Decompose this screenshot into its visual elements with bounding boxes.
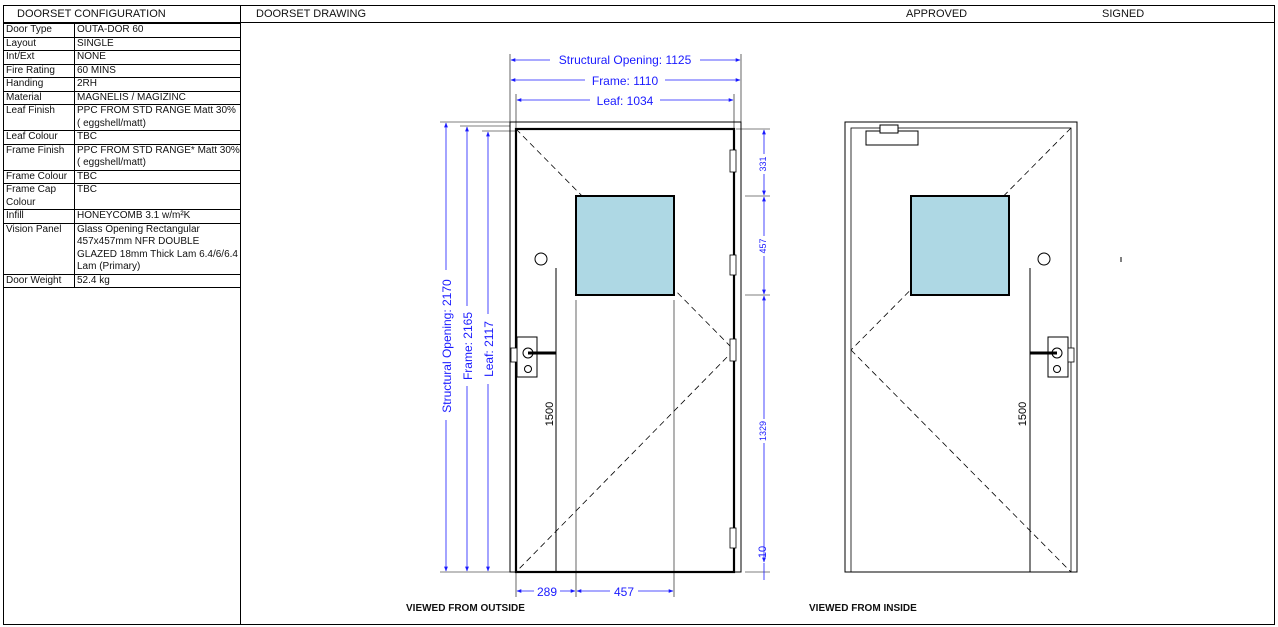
edge-to-glass-dim: 289 — [537, 585, 557, 599]
config-value: PPC FROM STD RANGE Matt 30% ( eggshell/m… — [74, 104, 241, 131]
config-label: Vision Panel — [3, 222, 75, 275]
config-value: HONEYCOMB 3.1 w/m²K — [74, 209, 241, 224]
config-value: Glass Opening Rectangular 457x457mm NFR … — [74, 222, 241, 275]
glass-position-dimensions: 331 457 1329 10 — [736, 128, 770, 580]
doorset-drawing: 1500 Structural Opening: 1125 Frame: 111… — [439, 53, 1122, 599]
leaf-width: Leaf: 1034 — [597, 94, 654, 108]
inside-opening-line-lower — [850, 349, 1072, 573]
config-label: Int/Ext — [3, 50, 75, 65]
inside-opening-line-upper — [850, 127, 1072, 351]
outside-hinge-mid — [729, 254, 737, 276]
height-dimensions: Structural Opening: 2170 Frame: 2165 Lea… — [439, 121, 516, 573]
glass-height-dim: 457 — [758, 238, 768, 253]
inside-frame — [844, 121, 1078, 573]
frame-width: Frame: 1110 — [592, 74, 659, 88]
config-label: Layout — [3, 36, 75, 51]
config-label: Leaf Colour — [3, 130, 75, 145]
outside-hinge-bottom — [729, 527, 737, 549]
frame-height: Frame: 2165 — [461, 312, 475, 380]
inside-vision-panel — [910, 195, 1010, 296]
config-value: MAGNELIS / MAGIZINC — [74, 90, 241, 105]
config-title: DOORSET CONFIGURATION — [17, 8, 166, 20]
inside-view: 1500 — [844, 121, 1078, 573]
config-value: NONE — [74, 50, 241, 65]
config-value: SINGLE — [74, 36, 241, 51]
outside-cylinder-icon — [534, 252, 548, 266]
config-label: Material — [3, 90, 75, 105]
outside-hinge-top — [729, 149, 737, 173]
config-value: TBC — [74, 183, 241, 210]
inside-leaf — [850, 127, 1072, 573]
inside-cylinder-icon — [1037, 252, 1051, 266]
header-divider — [3, 22, 1275, 23]
glass-horizontal-dimensions: 289 457 — [515, 300, 675, 599]
outside-vision-panel — [575, 195, 675, 296]
glass-to-bottom-dim: 1329 — [758, 421, 768, 441]
outside-handle-height: 1500 — [544, 402, 556, 426]
leaf-height: Leaf: 2117 — [482, 321, 496, 377]
config-label: Frame Colour — [3, 169, 75, 184]
inside-latch-keep — [1067, 347, 1075, 363]
config-label: Handing — [3, 77, 75, 92]
outside-view: 1500 — [509, 121, 742, 574]
panel-divider — [240, 5, 241, 625]
structural-opening-width: Structural Opening: 1125 — [559, 53, 692, 67]
inside-handle-height: 1500 — [1017, 402, 1029, 426]
config-label: Door Type — [3, 23, 75, 38]
outside-opening-line-lower — [515, 349, 735, 573]
config-label: Door Weight — [3, 273, 75, 288]
config-value: OUTA-DOR 60 — [74, 23, 241, 38]
config-value: 52.4 kg — [74, 273, 241, 288]
config-value: 2RH — [74, 77, 241, 92]
config-label: Frame Cap Colour — [3, 183, 75, 210]
config-value: TBC — [74, 169, 241, 184]
bottom-gap-dim: 10 — [757, 546, 769, 558]
top-to-glass-dim: 331 — [758, 156, 768, 171]
config-value: TBC — [74, 130, 241, 145]
config-label: Infill — [3, 209, 75, 224]
signed-label: SIGNED — [1102, 8, 1145, 20]
config-value: 60 MINS — [74, 63, 241, 78]
structural-opening-height: Structural Opening: 2170 — [440, 279, 454, 413]
outside-hinge-lower — [729, 338, 737, 362]
drawing-sheet-border — [3, 5, 1275, 625]
width-dimensions: Structural Opening: 1125 Frame: 1110 Lea… — [509, 53, 742, 129]
inside-keyhole-icon — [1053, 365, 1061, 373]
config-value: PPC FROM STD RANGE* Matt 30% ( eggshell/… — [74, 143, 241, 171]
config-label: Leaf Finish — [3, 104, 75, 131]
caption-inside: VIEWED FROM INSIDE — [809, 603, 917, 614]
door-closer-arm — [879, 124, 899, 134]
approved-label: APPROVED — [906, 8, 968, 20]
outside-frame — [509, 121, 742, 573]
outside-latch-keep — [510, 347, 518, 363]
glass-width-dim: 457 — [614, 585, 634, 599]
outside-keyhole-icon — [524, 365, 532, 373]
config-label: Fire Rating — [3, 63, 75, 78]
drawing-title: DOORSET DRAWING — [256, 8, 367, 20]
config-label: Frame Finish — [3, 143, 75, 171]
caption-outside: VIEWED FROM OUTSIDE — [406, 603, 525, 614]
